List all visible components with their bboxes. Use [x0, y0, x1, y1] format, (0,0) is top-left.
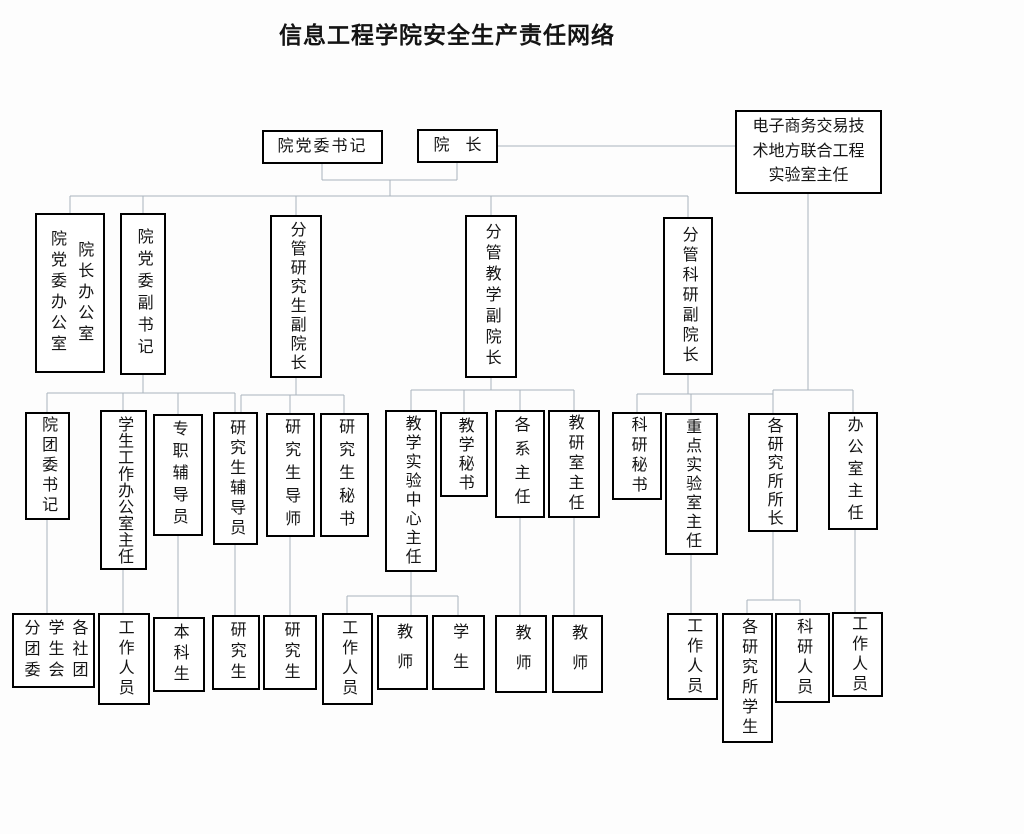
node-fulltime-counselor: 专职辅导员	[153, 414, 203, 536]
edge-level3-to-level4-mid	[519, 518, 692, 615]
node-research-secretary: 科研秘书	[612, 412, 662, 500]
node-youth-league-secretary: 院团委书记	[25, 412, 70, 520]
node-graduate-secretary: 研究生秘书	[320, 413, 369, 537]
node-graduate-counselor: 研究生辅导员	[213, 412, 258, 545]
node-graduate-supervisor: 研究生导师	[266, 413, 315, 537]
node-vice-dean-graduate: 分管研究生副院长	[270, 215, 322, 378]
node-dean: 院 长	[417, 129, 498, 163]
edge-teaching-lab-branch	[346, 572, 459, 615]
node-vice-dean-research: 分管科研副院长	[663, 217, 713, 375]
node-students-teachinglab: 学生	[432, 615, 485, 690]
node-teaching-research-office-heads: 教研室主任	[548, 410, 600, 518]
node-staff-office: 工作人员	[832, 612, 883, 697]
edge-ecomlab-branch	[772, 194, 854, 413]
node-clubs-studentunion-leaguebranch: 各社团 学生会 分团委	[12, 613, 95, 688]
node-department-heads: 各系主任	[495, 410, 545, 518]
node-vice-dean-teaching: 分管教学副院长	[465, 215, 517, 378]
chart-title: 信息工程学院安全生产责任网络	[279, 22, 615, 48]
node-teaching-secretary: 教学秘书	[440, 412, 488, 497]
edge-vd-grad-branch	[240, 378, 345, 413]
node-graduates-counselor: 研究生	[212, 615, 260, 690]
edge-top-to-level2	[69, 163, 689, 217]
node-teaching-lab-center-director: 教学实验中心主任	[385, 410, 437, 572]
edge-deputy-party-branch	[46, 375, 236, 414]
node-dean-office-and-party-office: 院长办公室 院党委办公室	[35, 213, 105, 373]
edge-level3-to-level4-left	[46, 520, 291, 617]
node-undergraduates: 本科生	[153, 617, 205, 692]
node-research-staff: 科研人员	[775, 613, 830, 703]
node-deputy-party-secretary: 院党委副书记	[120, 213, 166, 375]
node-staff-studentaffairs: 工作人员	[98, 613, 150, 705]
node-teachers-departments: 教师	[495, 615, 547, 693]
node-key-lab-director: 重点实验室主任	[665, 413, 718, 555]
node-graduates-supervisor: 研究生	[263, 615, 317, 690]
edge-institute-heads-branch	[746, 532, 801, 613]
edge-vd-research-branch	[636, 375, 774, 413]
node-staff-keylab: 工作人员	[667, 613, 718, 700]
node-party-committee-secretary: 院党委书记	[262, 130, 383, 164]
edge-vd-teaching-branch	[410, 378, 575, 412]
node-ecommerce-lab-director: 电子商务交易技 术地方联合工程 实验室主任	[735, 110, 882, 194]
node-teachers-teachingoffice: 教师	[552, 615, 603, 693]
node-student-affairs-office-director: 学生工作办公室主任	[100, 410, 147, 570]
node-institute-students: 各研究所学生	[722, 613, 773, 743]
node-office-director: 办公室主任	[828, 412, 878, 530]
node-staff-teachinglab: 工作人员	[322, 613, 373, 705]
node-teachers-teachinglab: 教师	[377, 615, 428, 690]
node-institute-heads: 各研究所所长	[748, 413, 798, 532]
